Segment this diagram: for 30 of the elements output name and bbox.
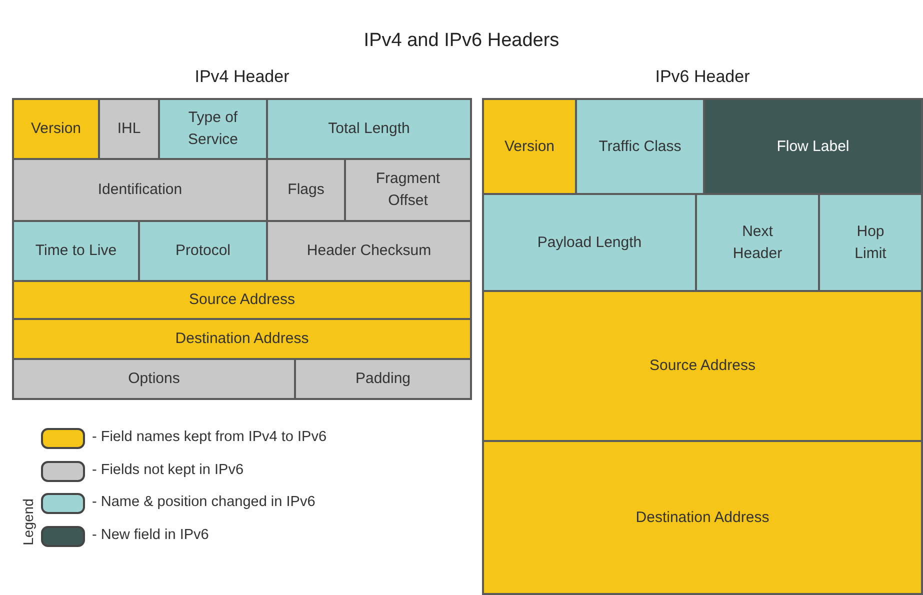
header-field: Total Length [266, 98, 472, 160]
header-field: Hop Limit [818, 193, 923, 292]
header-field: Fragment Offset [344, 158, 472, 222]
header-field: Flow Label [703, 98, 923, 195]
legend-text: - New field in IPv6 [92, 526, 209, 542]
legend-text: - Field names kept from IPv4 to IPv6 [92, 429, 327, 445]
table-heading: IPv4 Header [194, 66, 290, 88]
header-field: Payload Length [482, 193, 697, 292]
vertical-caption: Legend [20, 498, 36, 546]
header-field: Destination Address [12, 318, 472, 360]
header-field: Protocol [138, 220, 268, 282]
header-field: IHL [98, 98, 160, 160]
header-field: Traffic Class [575, 98, 705, 195]
header-field: Time to Live [12, 220, 140, 282]
header-field: Version [12, 98, 100, 160]
header-field: Type of Service [158, 98, 268, 160]
header-field: Source Address [482, 290, 923, 442]
header-field: Flags [266, 158, 346, 222]
header-field: Version [482, 98, 577, 195]
diagram-title: IPv4 and IPv6 Headers [362, 30, 560, 52]
legend-text: - Fields not kept in IPv6 [92, 462, 244, 478]
header-field: Padding [294, 358, 472, 400]
legend-text: - Name & position changed in IPv6 [92, 494, 316, 510]
header-field: Destination Address [482, 440, 923, 595]
header-field: Identification [12, 158, 268, 222]
header-field: Source Address [12, 280, 472, 320]
table-heading: IPv6 Header [654, 66, 751, 88]
header-field: Options [12, 358, 296, 400]
header-field: Next Header [695, 193, 820, 292]
header-field: Header Checksum [266, 220, 472, 282]
